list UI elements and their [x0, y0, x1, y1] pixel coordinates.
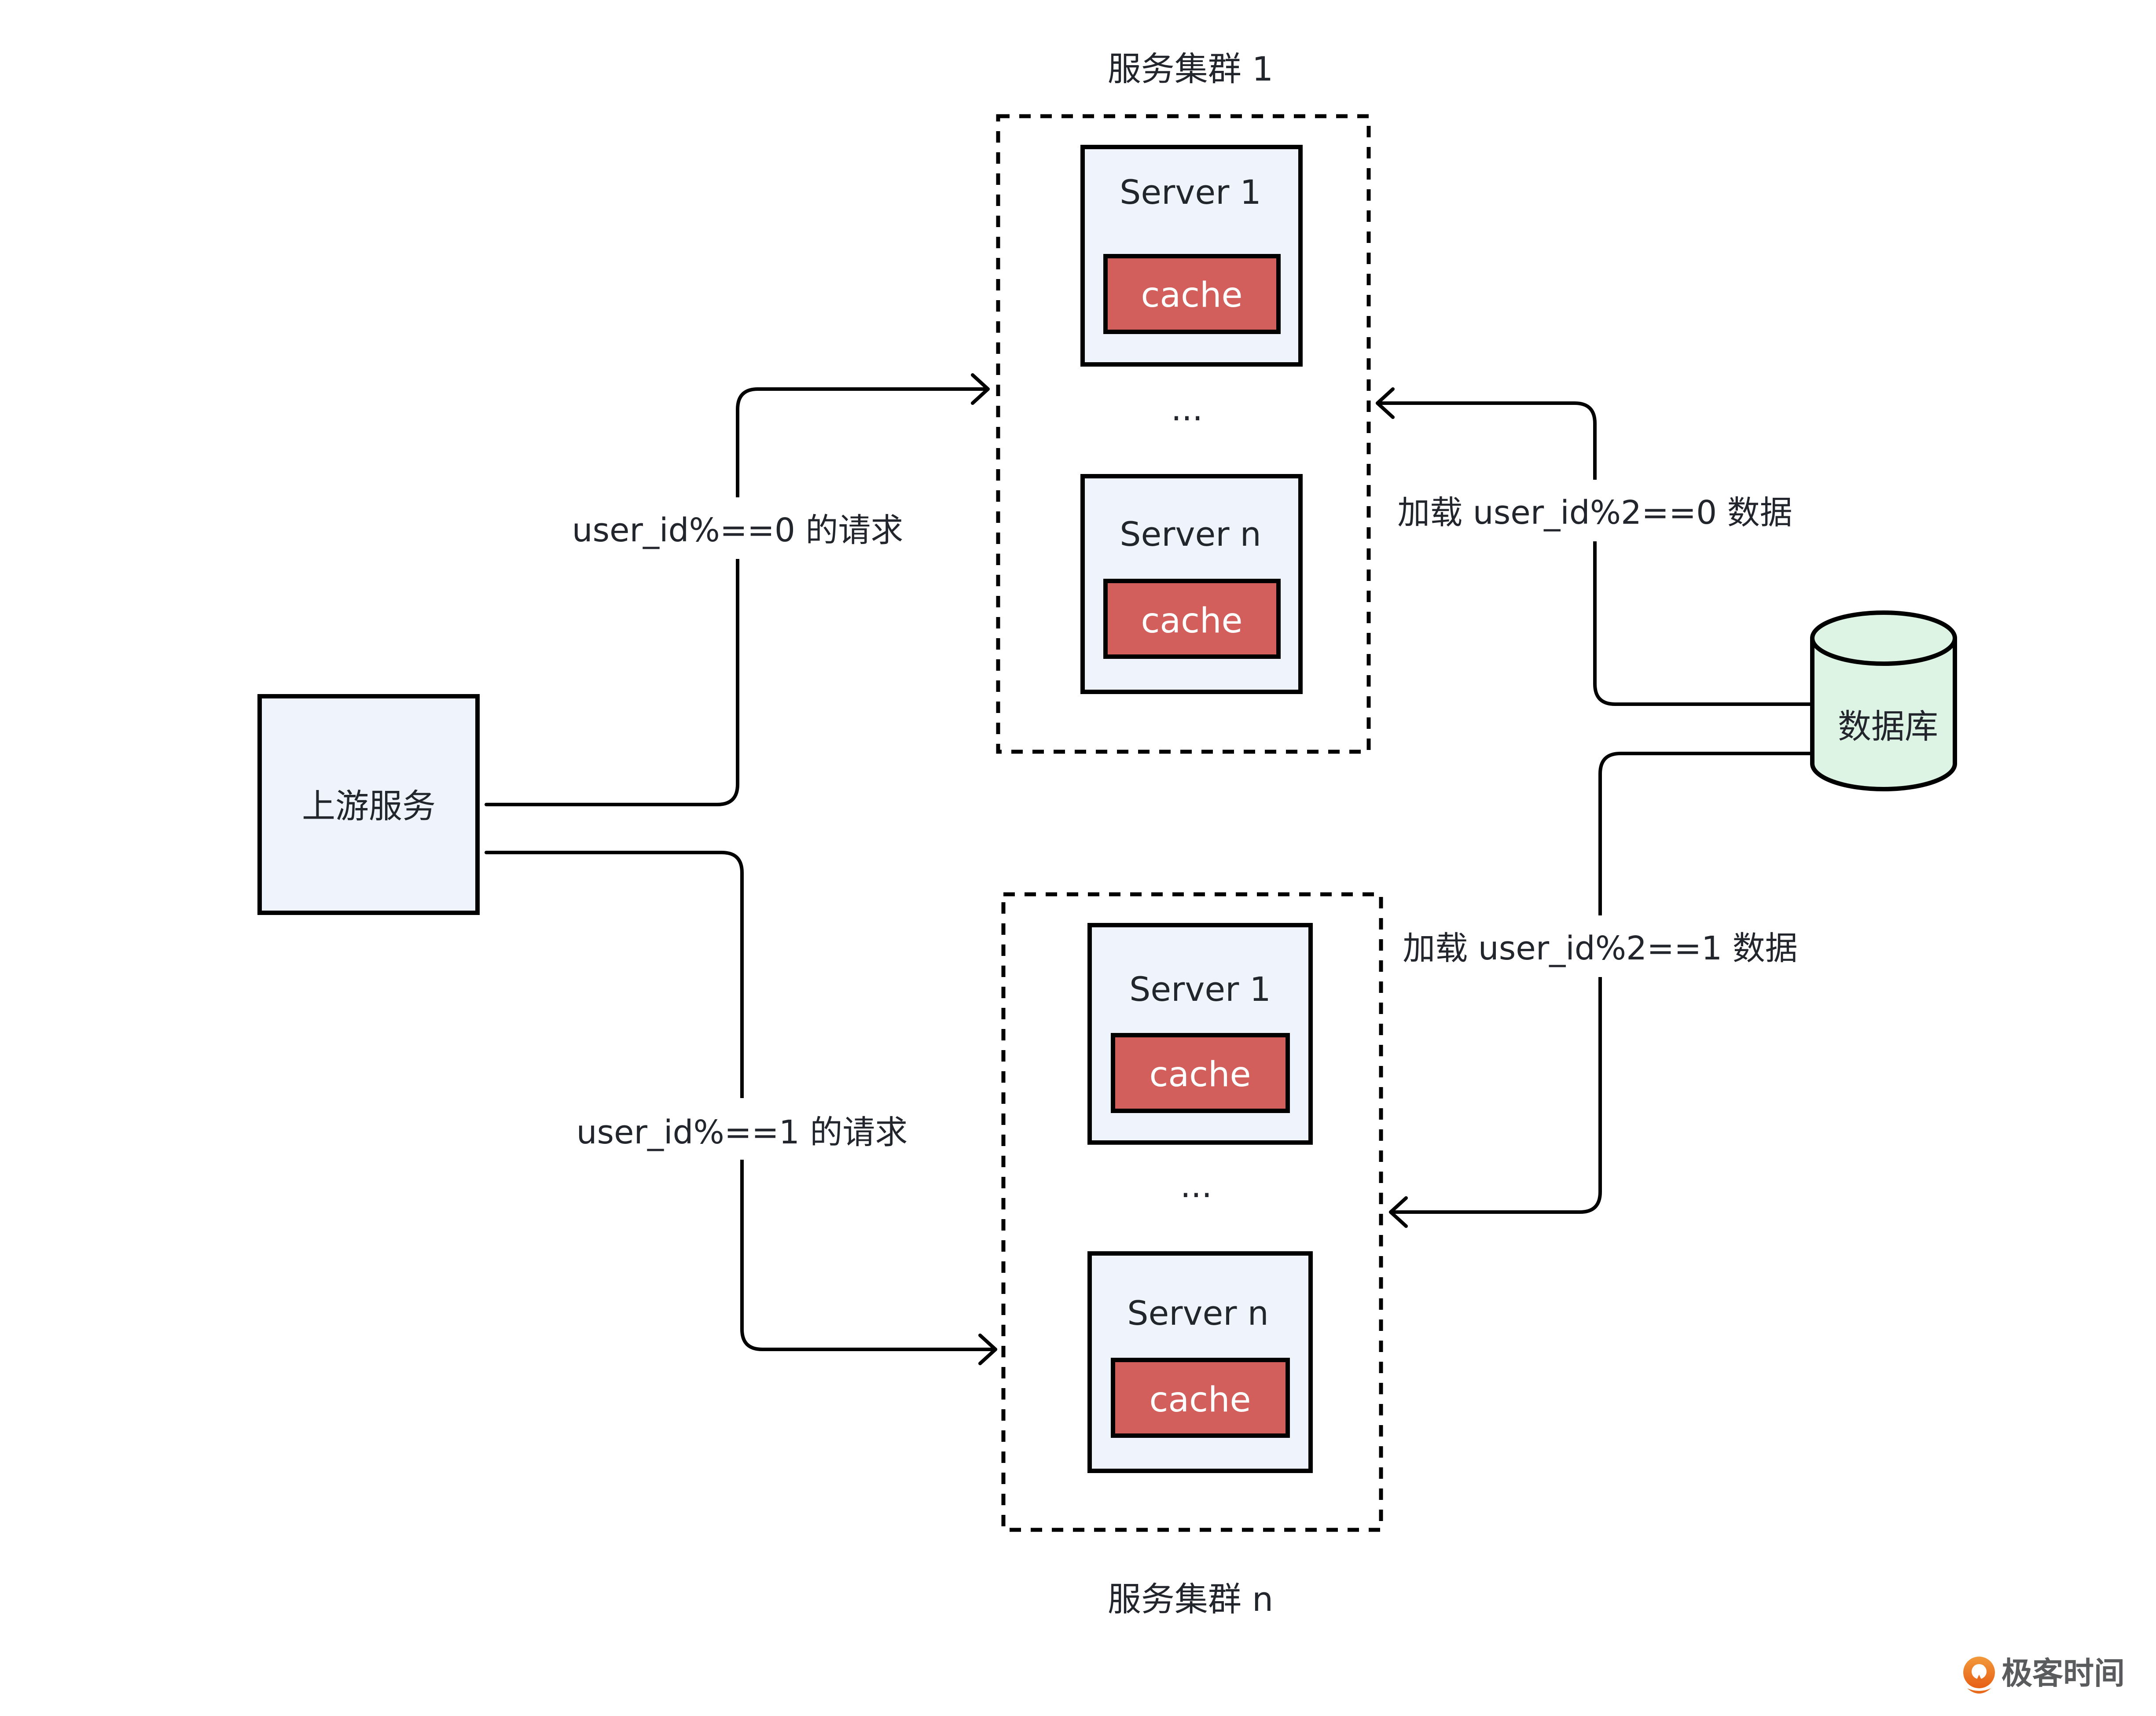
cache-block: [1103, 579, 1281, 659]
cluster-title: 服务集群 1: [1108, 49, 1274, 88]
server-node: Server 1 cache: [1087, 923, 1313, 1145]
ellipsis: ...: [1180, 1166, 1212, 1205]
server-node: Server n cache: [1087, 1251, 1313, 1473]
watermark-text: 极客时间: [2002, 1655, 2125, 1691]
upstream-service-node: 上游服务: [257, 694, 480, 915]
edge-request-even: [485, 373, 990, 806]
edge-label-request-even: user_id%==0 的请求: [572, 511, 904, 549]
edge-load-even: [1376, 387, 1813, 706]
edge-label-load-odd: 加载 user_id%2==1 数据: [1403, 930, 1797, 967]
server-node: Server 1 cache: [1080, 145, 1303, 367]
database-icon: [1810, 638, 1957, 791]
arrowhead-icon: [1389, 1196, 1408, 1228]
cache-block: [1103, 254, 1281, 334]
database-label: 数据库: [1838, 707, 1938, 746]
cache-block: [1111, 1358, 1290, 1438]
database-node: 数据库: [1810, 610, 1957, 791]
ellipsis: ...: [1171, 389, 1203, 428]
cluster-title: 服务集群 n: [1108, 1580, 1273, 1619]
cache-label: cache: [1150, 1380, 1251, 1420]
service-cluster-n: Server 1 cache ... Server n cache 服务集群 n: [1001, 892, 1383, 1619]
arrowhead-icon: [978, 1334, 997, 1365]
geektime-logo-icon: [1963, 1657, 1995, 1694]
service-cluster-1: 服务集群 1 Server 1 cache ... Server n cache: [996, 49, 1371, 754]
edge-label-load-even: 加载 user_id%2==0 数据: [1397, 494, 1792, 532]
arrowhead-icon: [1376, 387, 1395, 419]
server-name: Server n: [1120, 514, 1261, 554]
edge-label-request-odd: user_id%==1 的请求: [577, 1113, 908, 1151]
cache-label: cache: [1150, 1055, 1251, 1095]
server-name: Server n: [1127, 1293, 1269, 1333]
cache-label: cache: [1141, 276, 1243, 315]
server-node: Server n cache: [1080, 474, 1303, 694]
edge-load-odd: [1389, 752, 1813, 1228]
server-name: Server 1: [1120, 173, 1261, 212]
cache-label: cache: [1141, 601, 1243, 641]
watermark-logo: 极客时间: [1963, 1655, 2125, 1694]
arrowhead-icon: [971, 373, 990, 405]
upstream-service-label: 上游服务: [302, 786, 436, 826]
server-name: Server 1: [1129, 970, 1271, 1009]
cache-block: [1111, 1033, 1290, 1113]
